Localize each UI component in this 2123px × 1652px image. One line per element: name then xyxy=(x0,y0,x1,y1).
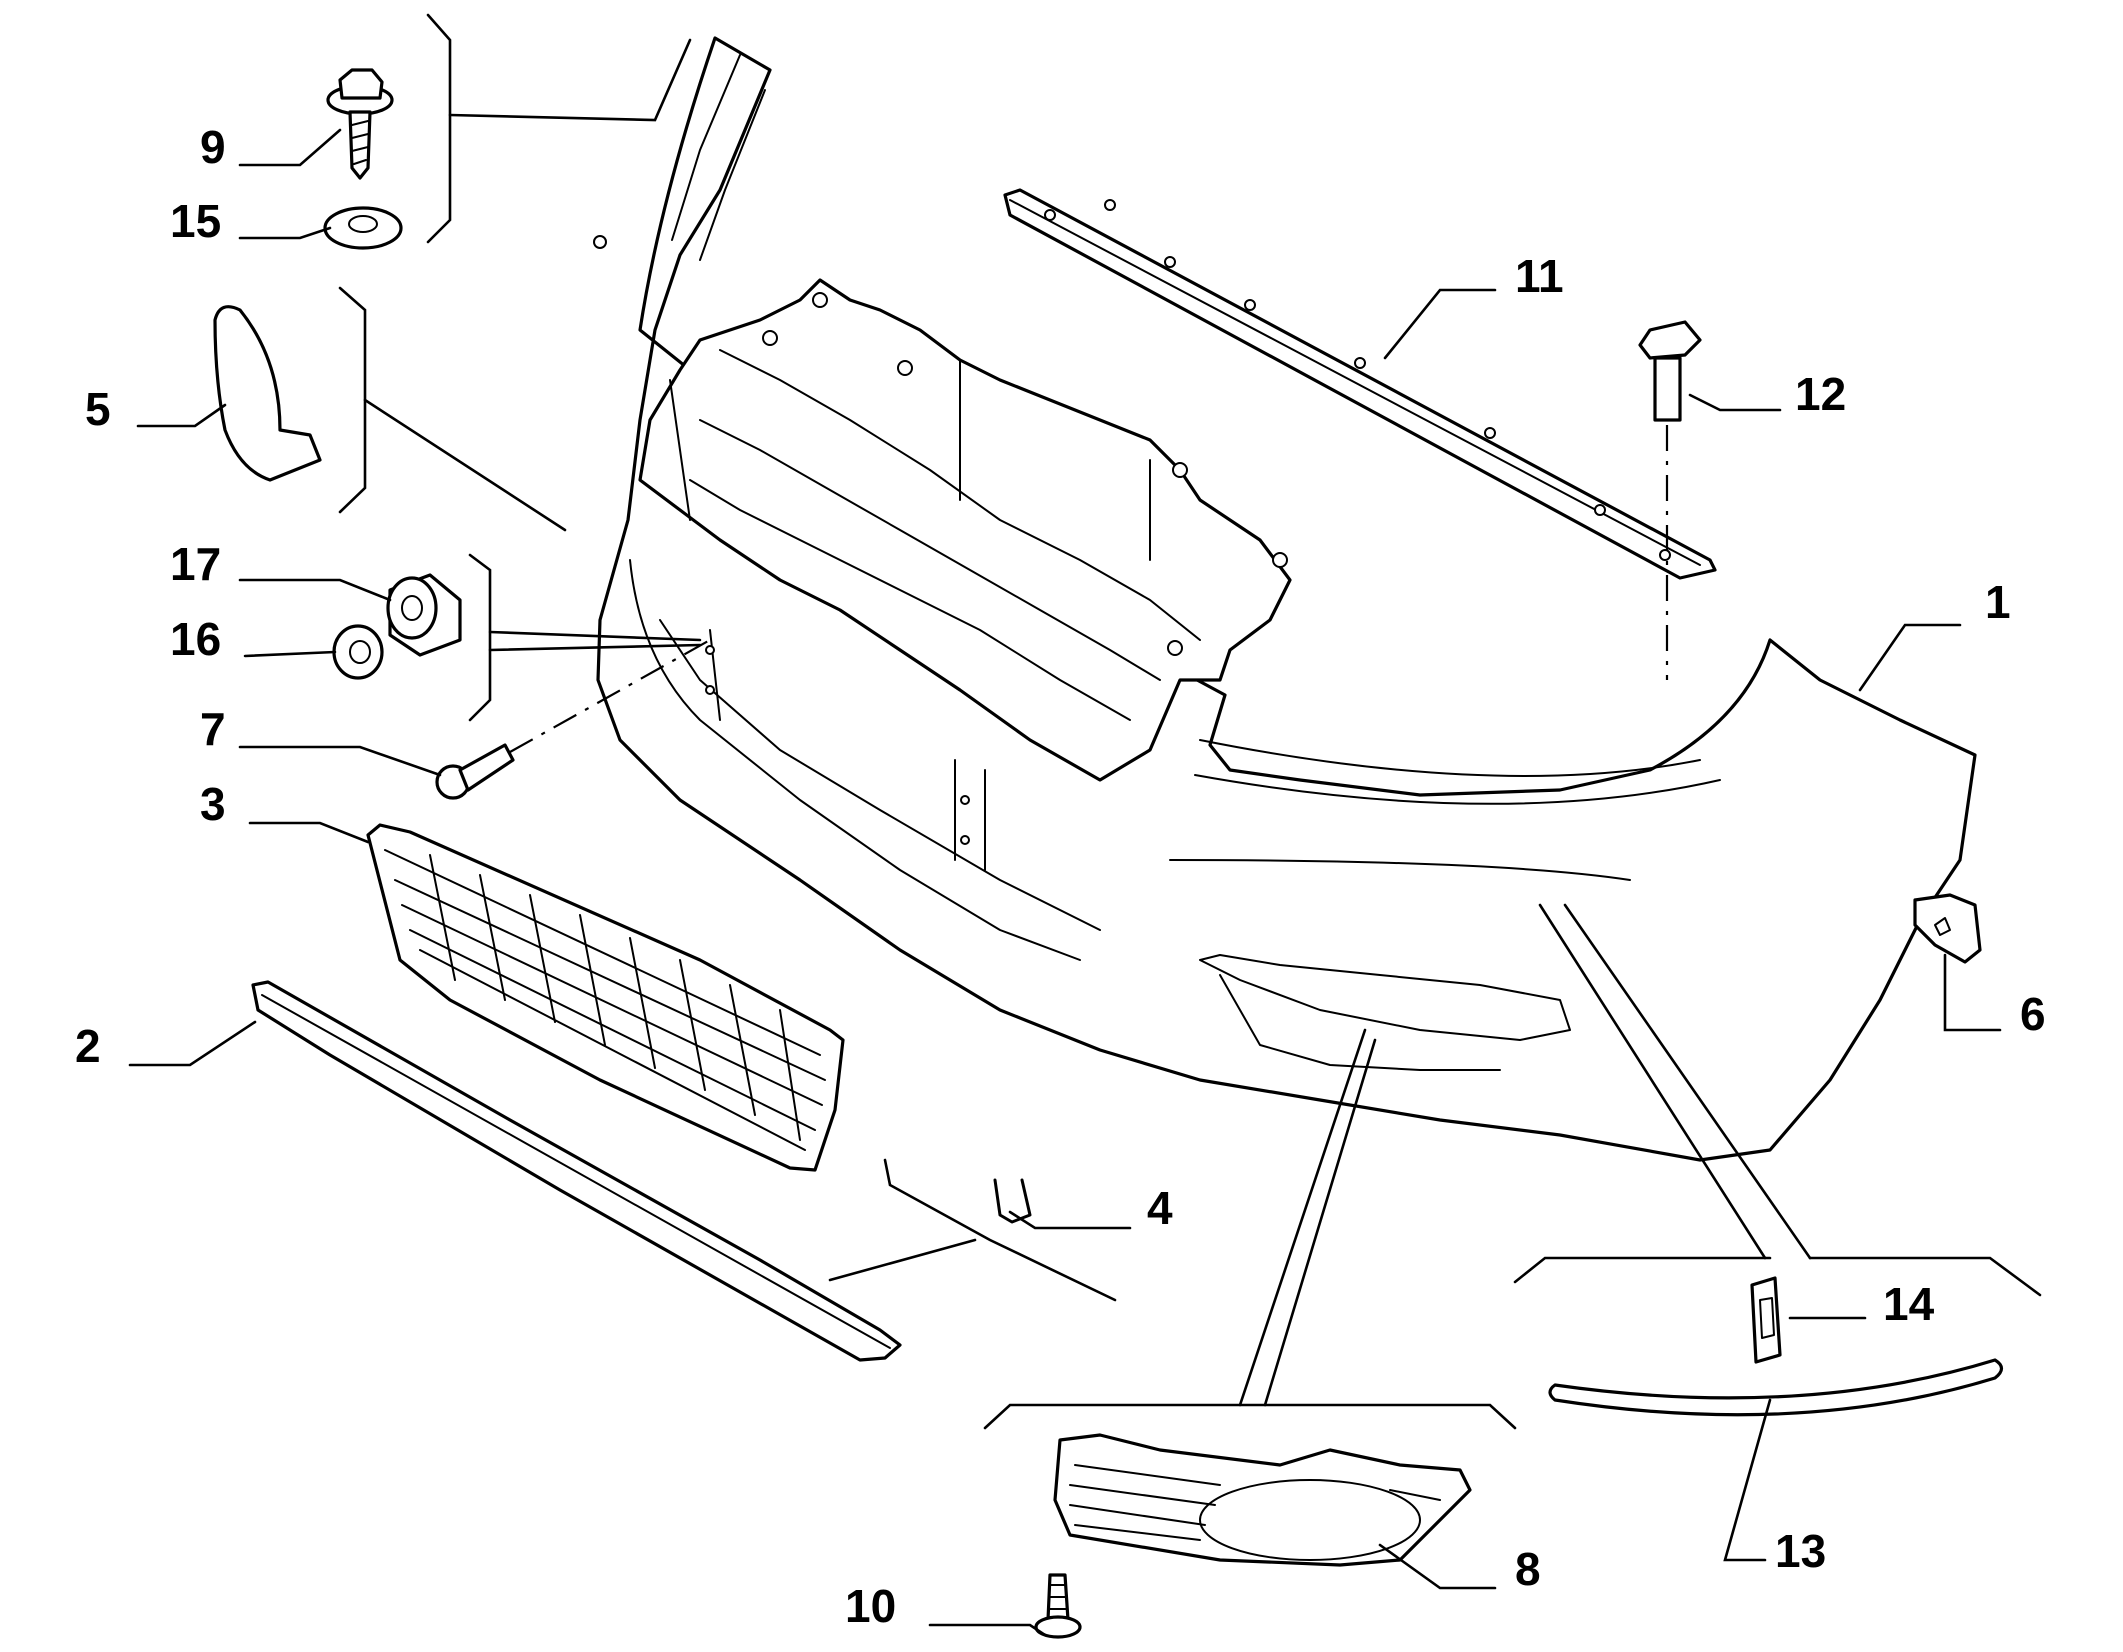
washer-drawing xyxy=(323,206,403,250)
flange-bolt-drawing xyxy=(326,68,394,180)
fog-lamp-grille-drawing xyxy=(1053,1433,1472,1567)
u-clip-drawing xyxy=(993,1178,1032,1224)
hex-bolt-drawing xyxy=(1638,320,1702,680)
callout-13: 13 xyxy=(1775,1525,1826,1577)
callout-2: 2 xyxy=(75,1020,101,1072)
callout-16: 16 xyxy=(170,613,221,665)
lower-trim-strip-drawing xyxy=(251,980,902,1362)
callout-14: 14 xyxy=(1883,1278,1935,1330)
flat-washer-drawing xyxy=(332,624,384,680)
callout-10: 10 xyxy=(845,1580,896,1632)
callout-5: 5 xyxy=(85,383,111,435)
callout-11: 11 xyxy=(1515,250,1564,302)
screw-drawing xyxy=(435,639,711,800)
callout-1: 1 xyxy=(1985,576,2011,628)
callout-4: 4 xyxy=(1147,1182,1173,1234)
callout-12: 12 xyxy=(1795,368,1846,420)
upper-mounting-rail-drawing xyxy=(1003,188,1717,580)
chrome-moulding-drawing xyxy=(1548,1358,2004,1417)
bumper-cover-drawing xyxy=(593,36,1977,1162)
callout-6: 6 xyxy=(2020,988,2046,1040)
tow-hook-cover-drawing xyxy=(213,305,322,482)
callout-17: 17 xyxy=(170,538,221,590)
moulding-clip-drawing xyxy=(1750,1276,1782,1364)
callout-8: 8 xyxy=(1515,1543,1541,1595)
callout-3: 3 xyxy=(200,778,226,830)
side-bracket-clip-drawing xyxy=(1913,893,1982,964)
center-grille-drawing xyxy=(366,823,845,1172)
callout-15: 15 xyxy=(170,195,221,247)
callout-7: 7 xyxy=(200,703,226,755)
callout-9: 9 xyxy=(200,121,226,173)
spacer-bushing-drawing xyxy=(386,573,462,657)
push-pin-fastener-drawing xyxy=(1034,1573,1082,1639)
